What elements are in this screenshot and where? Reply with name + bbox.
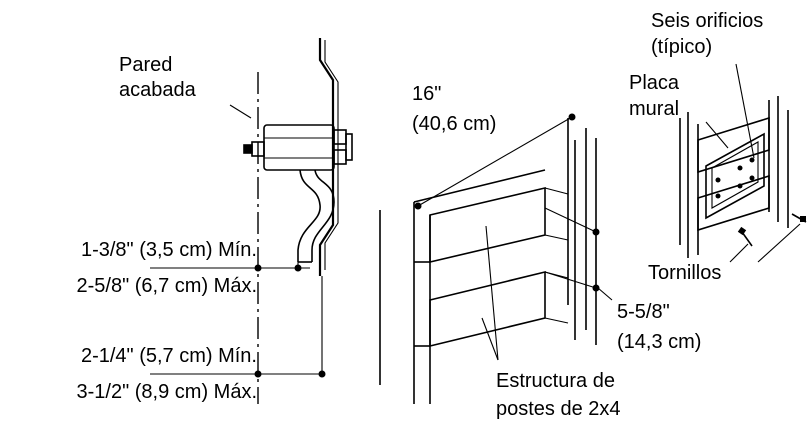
stud-spacing-label-1: 16" [412,83,441,105]
mount-upper-block [697,116,770,174]
holes-leader [735,63,755,159]
side-section-view: Pared acabada 1-3/8" (3,5 cm) Mín. 2-5/8… [77,38,353,404]
dim-dot-wall-1 [254,264,262,272]
stud-spacing-dot-left [414,202,422,210]
plate-label-2: mural [629,98,679,120]
plate-label-1: Placa [629,72,680,94]
holes-label-2: (típico) [651,36,712,58]
screws-label: Tornillos [648,262,721,284]
stud-frame-view: 16" (40,6 cm) 5-5/8" (14,3 cm) Estructur… [379,83,701,420]
stud-depth-label-1: 5-5/8" [617,301,670,323]
screw-leader-2 [757,223,801,263]
screw-1 [741,231,753,247]
frame-leader-1 [485,225,499,361]
stud-depth-dot-top [592,228,600,236]
wall-plate [705,132,765,220]
plate-leader [705,121,729,149]
screw-leader-1 [729,243,749,263]
plate-hole-5 [737,183,743,189]
finished-wall-label-2: acabada [119,79,197,101]
lower-block-side-2 [544,317,569,324]
plate-hole-1 [715,177,721,183]
frame-label-2: postes de 2x4 [496,398,621,420]
min-small-label: 1-3/8" (3,5 cm) Mín. [81,239,257,261]
lower-block [429,270,546,348]
max-small-label: 2-5/8" (6,7 cm) Máx. [77,275,257,297]
supply-pipe-edge [311,169,335,262]
screw-1-head [737,226,747,236]
frame-label-1: Estructura de [496,370,615,392]
upper-block-side-2 [544,234,569,241]
plate-hole-2 [737,165,743,171]
frame-leader-2 [481,317,499,361]
stud-spacing-dim-line [417,116,573,207]
stud-depth-leader [597,287,613,301]
wall-plate-inner [324,40,339,270]
wall-plate-profile [318,38,335,276]
valve-body [263,124,335,171]
dim-dot-wall-2 [254,370,262,378]
valve-nut-small [345,133,353,161]
dim-dot-pipe [294,264,302,272]
valve-nut-upper [333,129,347,145]
holes-label-1: Seis orificios [651,10,763,32]
stud-spacing-dot-right [568,113,576,121]
mount-lower-block [697,174,770,232]
plate-hole-3 [749,157,755,163]
stud-depth-dim-line-2 [544,271,597,289]
stud-depth-dim-line [544,207,597,233]
upper-block-side [544,187,569,195]
stud-spacing-label-2: (40,6 cm) [412,113,496,135]
wall-plate-flange [711,141,759,209]
plate-hole-4 [715,193,721,199]
valve-stem-tip [243,144,253,154]
frame-top-edge [413,169,546,203]
finished-wall-label-1: Pared [119,54,172,76]
screw-2-head [800,216,806,222]
plate-hole-6 [749,175,755,181]
stud-depth-dot-bottom [592,284,600,292]
stud-depth-label-2: (14,3 cm) [617,331,701,353]
min-large-label: 2-1/4" (5,7 cm) Mín. [81,345,257,367]
wall-plate-mount-view: Seis orificios (típico) Placa mural Torn… [629,10,807,284]
finished-wall-leader [229,104,252,119]
upper-block [429,186,546,264]
supply-pipe [297,169,321,262]
valve-nut-lower [333,149,347,165]
max-large-label: 3-1/2" (8,9 cm) Máx. [77,381,257,403]
dim-dot-plate [318,370,326,378]
